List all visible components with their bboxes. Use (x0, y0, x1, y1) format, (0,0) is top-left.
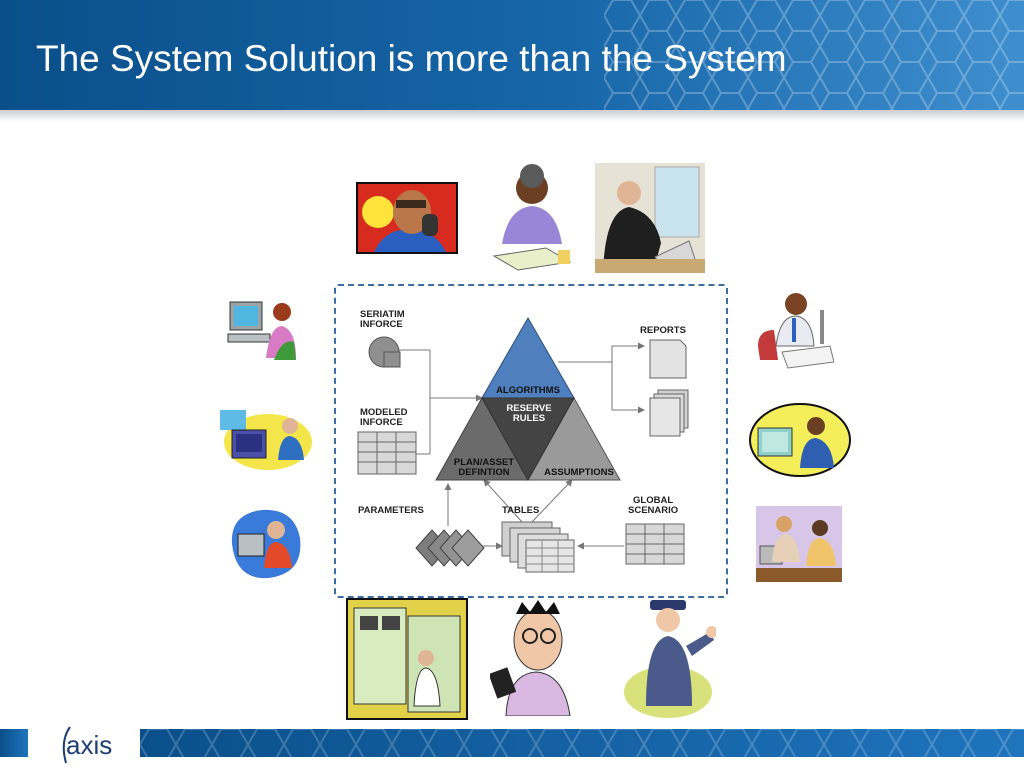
stacked-reports-icon (649, 389, 689, 437)
axis-logo-icon (62, 726, 71, 764)
tables-stack-icon (501, 521, 575, 573)
parameters-label: PARAMETERS (358, 505, 424, 516)
parameters-diamonds-icon (415, 529, 485, 567)
scientist-mainframe-illustration (346, 598, 468, 720)
woman-writing-illustration (492, 164, 572, 271)
reserve-rules-triangle (481, 397, 575, 482)
global-scenario-grid-icon (625, 523, 685, 565)
footer-band-right (140, 729, 1024, 757)
slide-header: The System Solution is more than the Sys… (0, 0, 1024, 110)
man-on-phone-illustration (356, 182, 458, 254)
slide-footer: axis (0, 722, 1024, 768)
diagram-graphics (357, 316, 689, 573)
modeled-inforce-label: MODELED INFORCE (360, 407, 408, 428)
businessman-laptop-illustration (595, 163, 705, 273)
woman-computer-oval-illustration (749, 403, 851, 477)
global-scenario-label: GLOBAL SCENARIO (628, 495, 679, 516)
two-women-office-illustration (756, 506, 842, 582)
man-taking-notes-illustration (758, 293, 834, 369)
footer-band-left (0, 729, 28, 757)
page-title: The System Solution is more than the Sys… (36, 38, 787, 79)
confused-man-phone-illustration (490, 600, 571, 716)
tables-label: TABLES (502, 505, 540, 516)
woman-headset-illustration (231, 509, 301, 579)
logo-text: axis (66, 730, 113, 760)
seriatim-inforce-label: SERIATIM INFORCE (360, 309, 405, 330)
algorithms-label: ALGORITHMS (496, 385, 560, 396)
report-page-icon (649, 339, 687, 379)
header-shadow (0, 110, 1024, 122)
system-diagram: SERIATIM INFORCE MODELED INFORCE PARAMET… (334, 284, 728, 598)
reserve-rules-label: RESERVE RULES (506, 403, 552, 424)
man-at-desk-computer-illustration (220, 410, 312, 470)
plan-asset-definition-label: PLAN/ASSET DEFINTION (453, 457, 515, 478)
reports-label: REPORTS (640, 325, 686, 336)
woman-at-computer-illustration (227, 301, 296, 360)
police-officer-illustration (624, 600, 716, 718)
assumptions-label: ASSUMPTIONS (544, 467, 614, 478)
hexagon-pattern (604, 0, 1024, 110)
modeled-inforce-grid-icon (357, 431, 417, 475)
